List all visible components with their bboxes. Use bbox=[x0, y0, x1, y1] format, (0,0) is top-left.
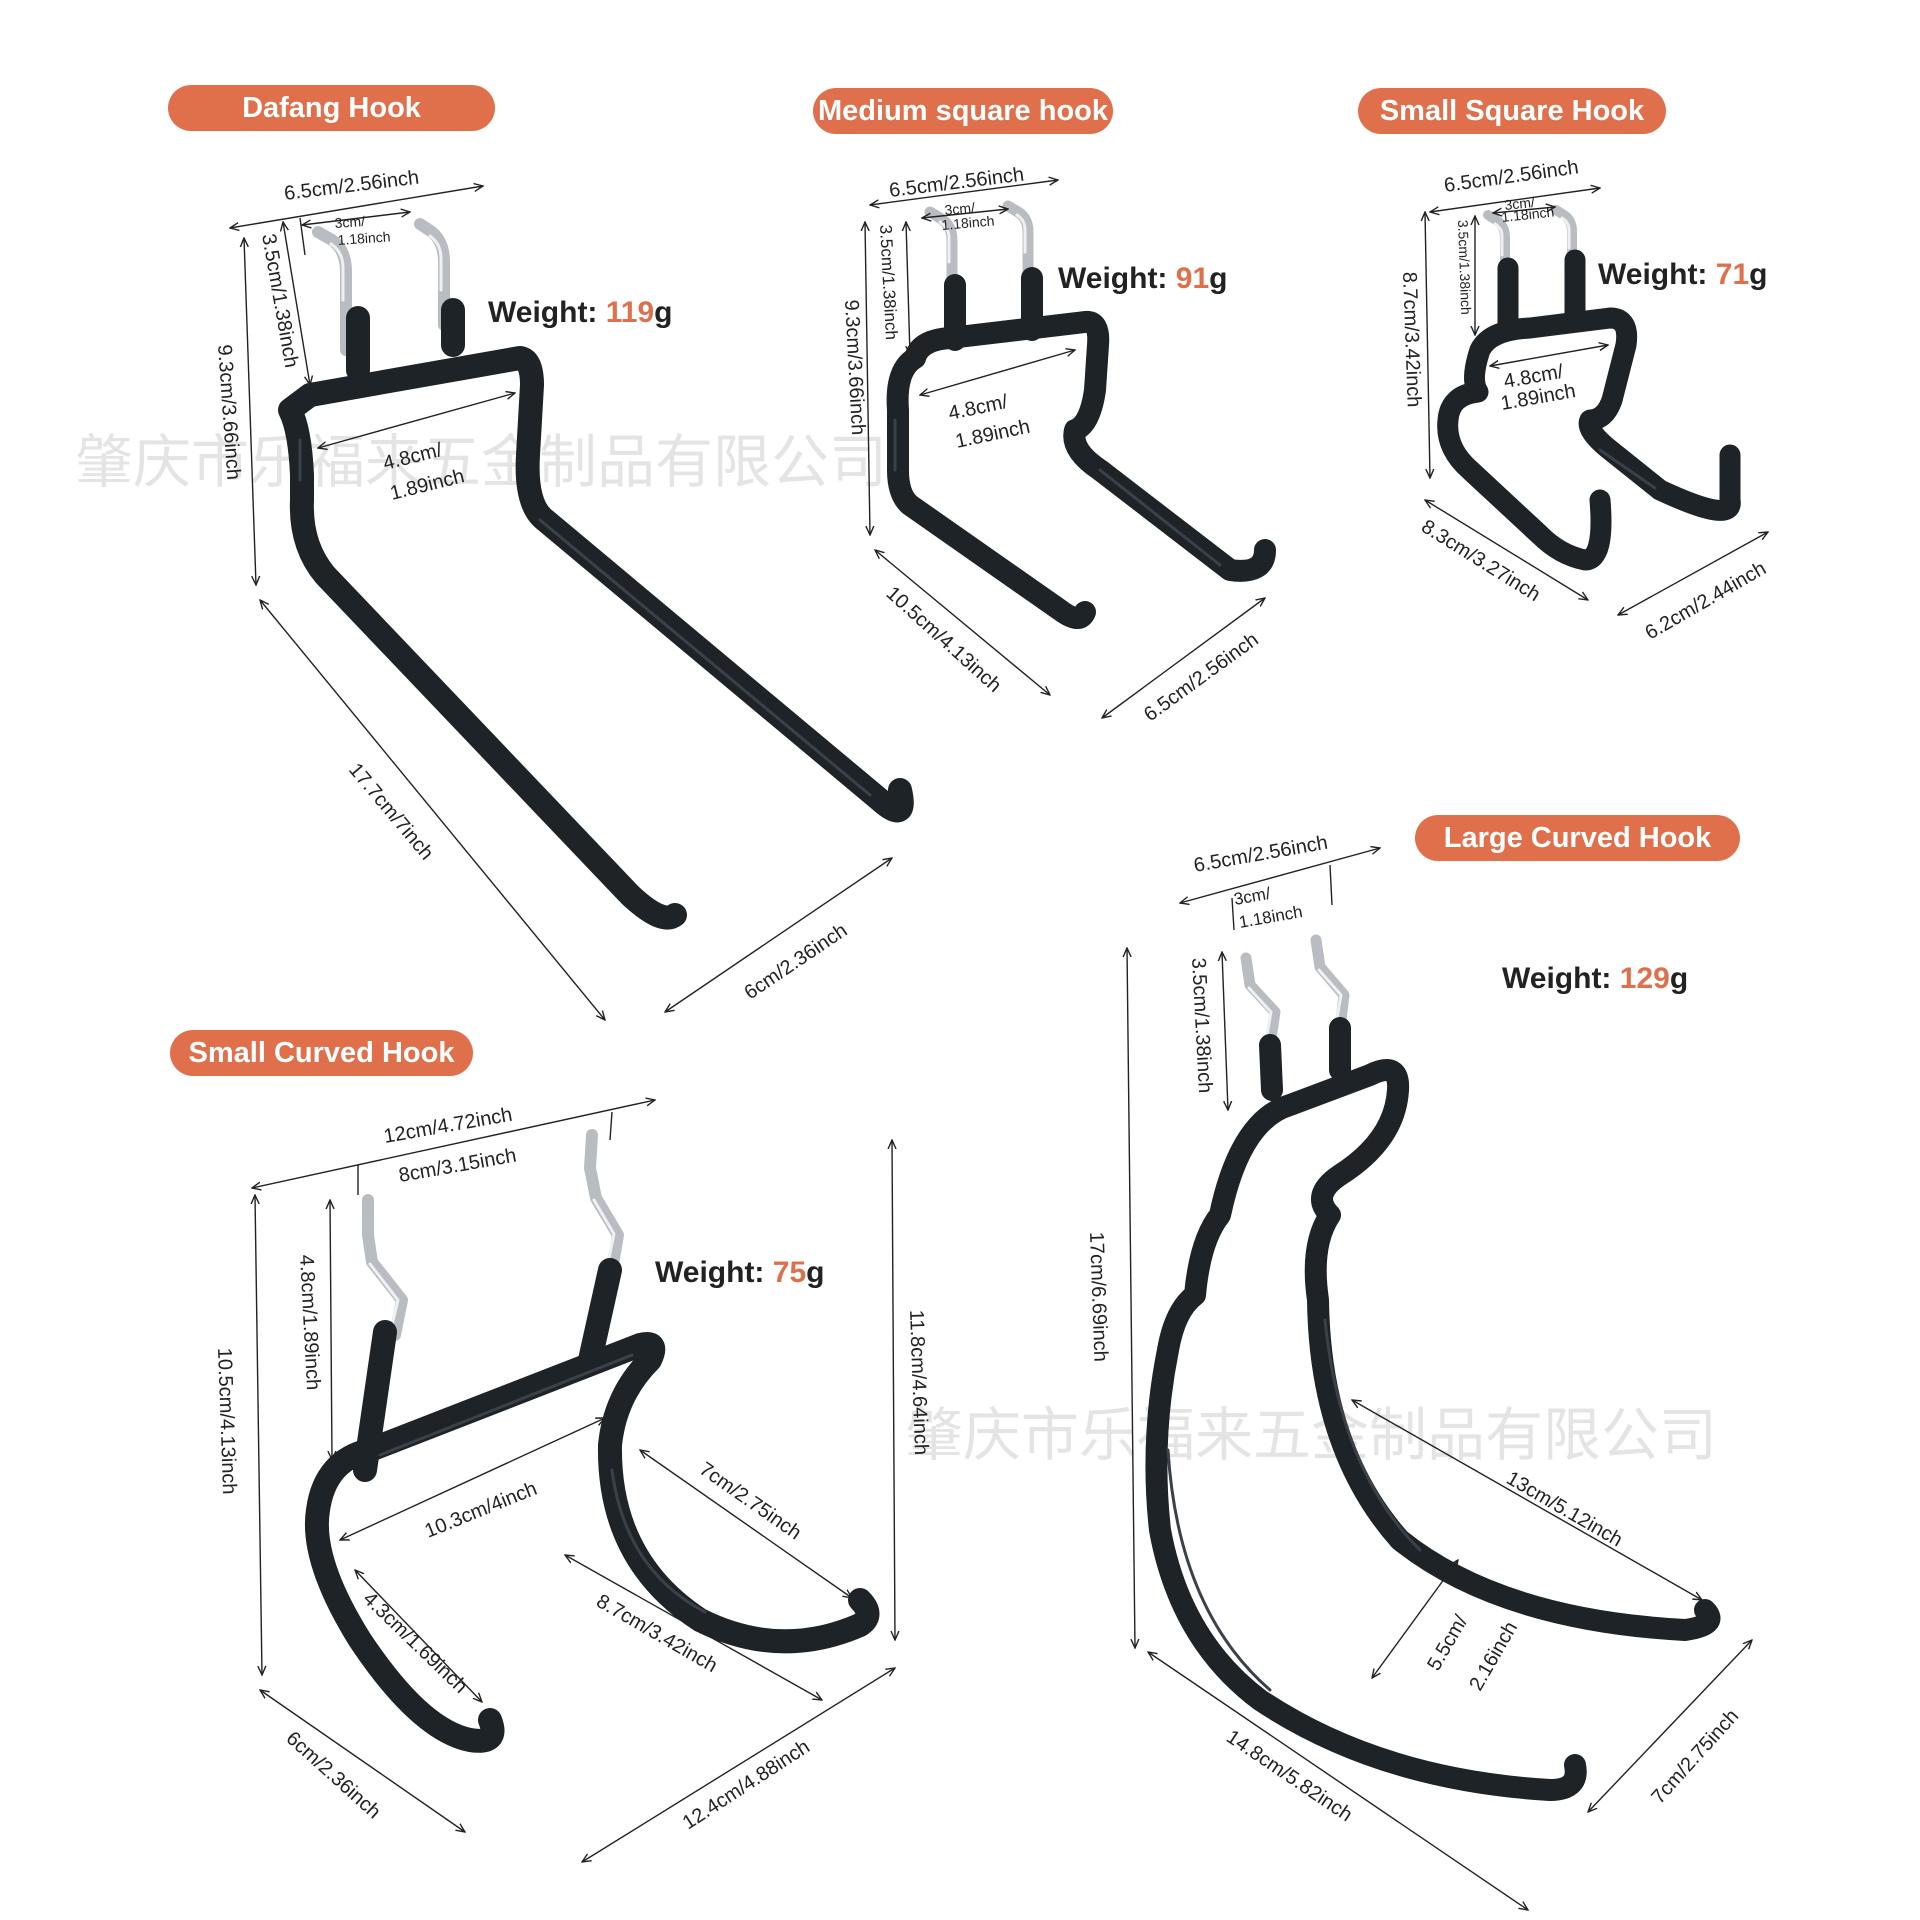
weight-label: Weight: bbox=[655, 1256, 773, 1289]
small-curved-pin-gap-label: 8cm/3.15inch bbox=[397, 1145, 518, 1187]
dimension-lines bbox=[230, 180, 1768, 1910]
dafang-pin-gap-label: 1.18inch bbox=[337, 228, 391, 248]
small-curved-hook bbox=[304, 1129, 880, 1753]
small-curved-weight: Weight: 75g bbox=[655, 1256, 824, 1290]
medium-square-hook bbox=[886, 200, 1276, 629]
large-curved-gap-label: 2.16inch bbox=[1465, 1618, 1522, 1694]
large-curved-arc-label: 13cm/5.12inch bbox=[1503, 1467, 1627, 1551]
medium-weight: Weight: 91g bbox=[1058, 262, 1227, 296]
medium-square-hook-title: Medium square hook bbox=[813, 88, 1113, 134]
small-square-total-height-label: 8.7cm/3.42inch bbox=[1398, 271, 1425, 407]
dafang-weight: Weight: 119g bbox=[488, 296, 673, 330]
large-curved-width-label: 6.5cm/2.56inch bbox=[1192, 832, 1329, 877]
small-curved-inner-label: 10.3cm/4inch bbox=[422, 1478, 541, 1543]
weight-unit: g bbox=[654, 296, 673, 329]
medium-pin-height-label: 3.5cm/1.38inch bbox=[876, 224, 901, 340]
weight-value: 129 bbox=[1619, 962, 1670, 995]
small-curved-width-label: 12cm/4.72inch bbox=[382, 1104, 514, 1148]
medium-pin-gap-label: 3cm/ bbox=[944, 199, 976, 218]
dafang-length-label: 17.7cm/7inch bbox=[344, 759, 437, 864]
small-square-depth-label: 6.2cm/2.44inch bbox=[1642, 557, 1770, 644]
small-curved-depth-label: 6cm/2.36inch bbox=[282, 1727, 385, 1823]
weight-unit: g bbox=[1209, 262, 1228, 295]
small-curved-arc-right-label: 7cm/2.75inch bbox=[695, 1458, 805, 1544]
medium-width-label: 6.5cm/2.56inch bbox=[888, 164, 1025, 202]
large-curved-pin-height-label: 3.5cm/1.38inch bbox=[1187, 957, 1216, 1094]
weight-unit: g bbox=[806, 1256, 825, 1289]
small-square-width-label: 6.5cm/2.56inch bbox=[1443, 156, 1580, 197]
large-curved-weight: Weight: 129g bbox=[1502, 962, 1688, 996]
dafang-depth-label: 6cm/2.36inch bbox=[740, 919, 851, 1004]
small-curved-pin-height-label: 4.8cm/1.89inch bbox=[295, 1254, 324, 1391]
small-square-hook-title: Small Square Hook bbox=[1358, 88, 1666, 134]
dafang-hook-title: Dafang Hook bbox=[168, 85, 495, 131]
weight-value: 91 bbox=[1175, 262, 1210, 295]
large-curved-gap-label: 5.5cm/ bbox=[1423, 1611, 1472, 1674]
weight-label: Weight: bbox=[488, 296, 606, 329]
small-curved-hook-title: Small Curved Hook bbox=[170, 1030, 473, 1076]
small-square-pin-gap-label: 3cm/ bbox=[1504, 194, 1536, 213]
weight-unit: g bbox=[1749, 258, 1768, 291]
large-curved-hook-title: Large Curved Hook bbox=[1415, 815, 1740, 861]
small-curved-right-height-label: 11.8cm/4.64inch bbox=[905, 1309, 932, 1455]
small-curved-total-height-label: 10.5cm/4.13inch bbox=[213, 1347, 240, 1494]
medium-length-label: 10.5cm/4.13inch bbox=[882, 582, 1006, 697]
watermark-text: 肇庆市乐福来五金制品有限公司 bbox=[75, 428, 887, 496]
small-square-weight: Weight: 71g bbox=[1598, 258, 1767, 292]
weight-label: Weight: bbox=[1058, 262, 1176, 295]
small-square-pin-height-label: 3.5cm/1.38inch bbox=[1455, 220, 1474, 315]
medium-total-height-label: 9.3cm/3.66inch bbox=[840, 299, 869, 436]
large-curved-depth-label: 7cm/2.75inch bbox=[1647, 1705, 1743, 1808]
weight-value: 75 bbox=[772, 1256, 807, 1289]
small-square-pin-gap-label: 1.18inch bbox=[1501, 204, 1555, 225]
large-curved-total-height-label: 17cm/6.69inch bbox=[1085, 1231, 1112, 1362]
medium-inner-label: 4.8cm/ bbox=[946, 391, 1010, 425]
weight-label: Weight: bbox=[1502, 962, 1620, 995]
watermark-text: 肇庆市乐福来五金制品有限公司 bbox=[905, 1401, 1717, 1469]
weight-value: 71 bbox=[1715, 258, 1750, 291]
dafang-hook bbox=[278, 218, 914, 930]
weight-label: Weight: bbox=[1598, 258, 1716, 291]
dafang-pin-gap-label: 3cm/ bbox=[334, 213, 365, 231]
weight-value: 119 bbox=[605, 296, 655, 329]
weight-unit: g bbox=[1669, 962, 1689, 995]
small-curved-length-label: 12.4cm/4.88inch bbox=[679, 1736, 814, 1834]
medium-pin-gap-label: 1.18inch bbox=[941, 212, 995, 233]
